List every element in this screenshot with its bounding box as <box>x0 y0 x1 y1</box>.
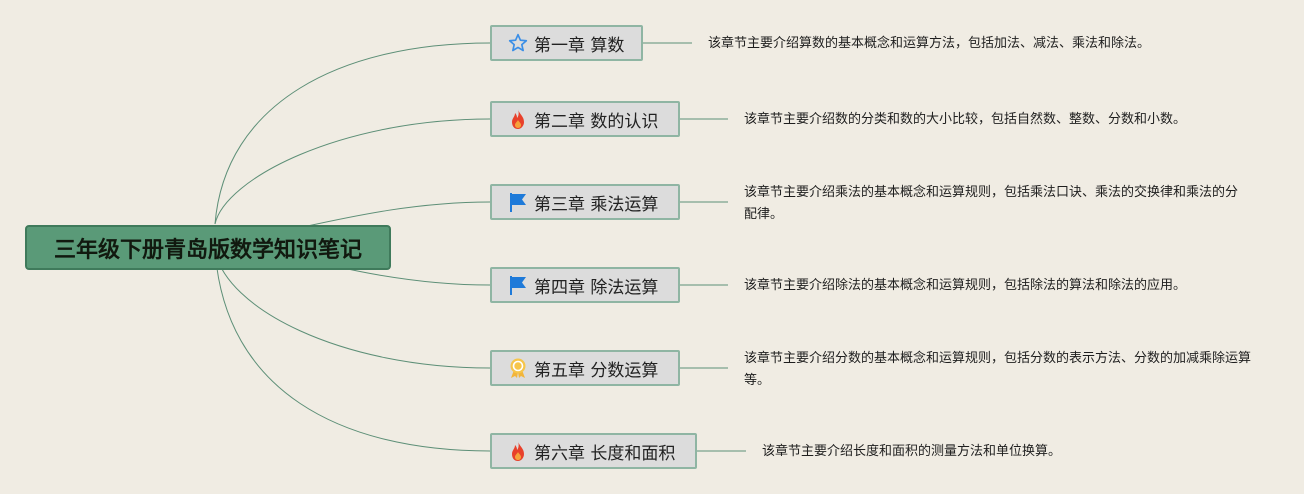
fire-icon <box>507 108 529 130</box>
chapter-node-2[interactable]: 第二章 数的认识 <box>490 101 680 137</box>
connector-line-2 <box>214 118 491 225</box>
root-topic[interactable]: 三年级下册青岛版数学知识笔记 <box>25 225 391 270</box>
chapter-title: 第六章 长度和面积 <box>534 443 676 464</box>
chapter-description-5: 该章节主要介绍分数的基本概念和运算规则，包括分数的表示方法、分数的加减乘除运算等… <box>744 351 1252 388</box>
flag-icon <box>507 191 529 213</box>
chapter-title: 第五章 分数运算 <box>534 360 659 381</box>
connector-line-6 <box>214 249 491 452</box>
chapter-node-3[interactable]: 第三章 乘法运算 <box>490 184 680 220</box>
chapter-description-2: 该章节主要介绍数的分类和数的大小比较，包括自然数、整数、分数和小数。 <box>744 112 1187 127</box>
chapter-description-4: 该章节主要介绍除法的基本概念和运算规则，包括除法的算法和除法的应用。 <box>744 278 1187 293</box>
fire-icon <box>507 440 529 462</box>
flag-icon <box>507 274 529 296</box>
chapter-node-4[interactable]: 第四章 除法运算 <box>490 267 680 303</box>
award-icon <box>507 357 529 379</box>
chapter-description-3: 该章节主要介绍乘法的基本概念和运算规则，包括乘法口诀、乘法的交换律和乘法的分配律… <box>744 185 1239 222</box>
chapter-node-1[interactable]: 第一章 算数 <box>490 25 643 61</box>
chapter-description-6: 该章节主要介绍长度和面积的测量方法和单位换算。 <box>762 444 1062 459</box>
chapter-node-5[interactable]: 第五章 分数运算 <box>490 350 680 386</box>
chapter-description-1: 该章节主要介绍算数的基本概念和运算方法，包括加法、减法、乘法和除法。 <box>708 36 1151 51</box>
chapter-title: 第三章 乘法运算 <box>534 194 659 215</box>
chapter-title: 第二章 数的认识 <box>534 111 659 132</box>
chapter-node-6[interactable]: 第六章 长度和面积 <box>490 433 697 469</box>
connector-line-1 <box>214 42 491 225</box>
chapter-title: 第一章 算数 <box>534 35 625 56</box>
star-icon <box>507 32 529 54</box>
chapter-title: 第四章 除法运算 <box>534 277 659 298</box>
connector-line-5 <box>214 249 491 369</box>
